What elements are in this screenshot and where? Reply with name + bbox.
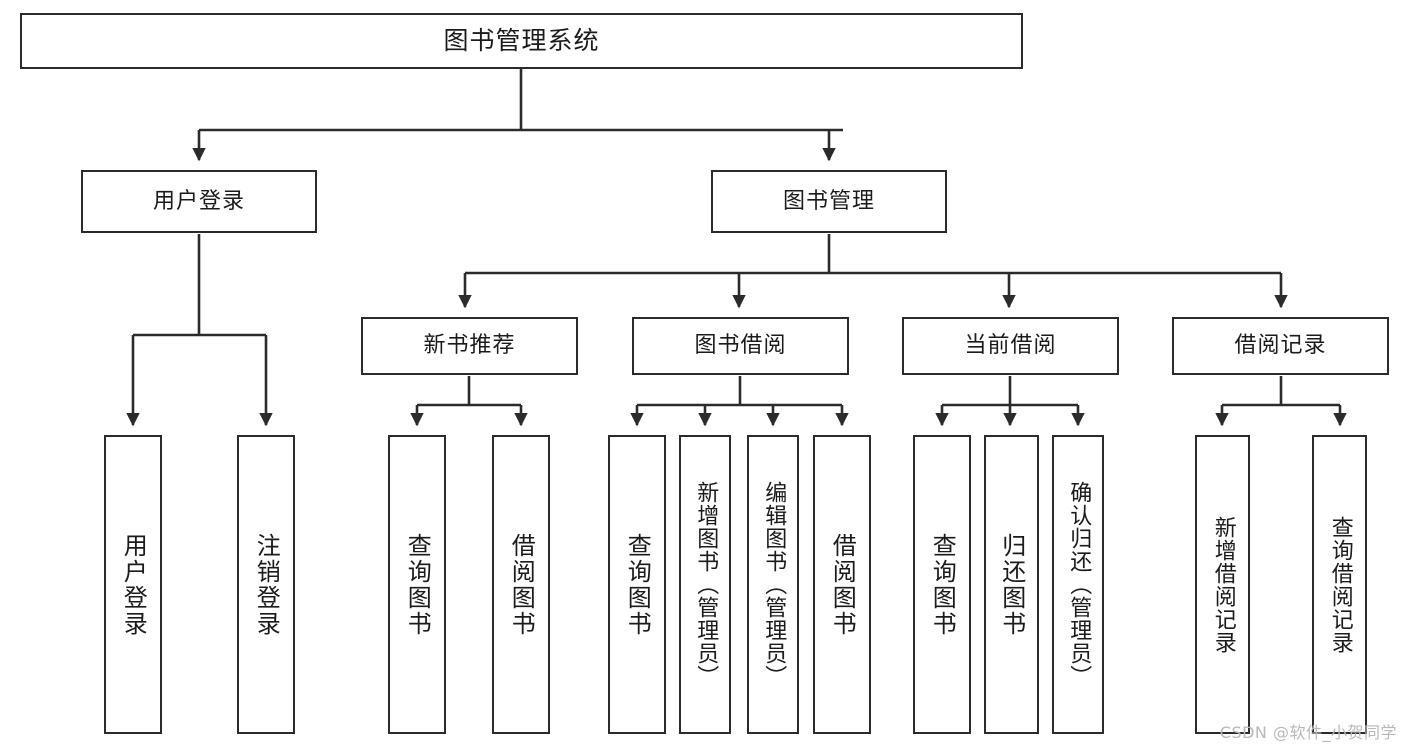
node-leaf-user-logout-label: 注销登录 — [252, 532, 281, 637]
node-leaf-return-book-label: 归还图书 — [997, 532, 1026, 637]
node-leaf-add-book-admin-label: 新增图书（管理员） — [693, 481, 719, 688]
node-book-borrow[interactable]: 图书借阅 — [632, 317, 849, 375]
node-leaf-query-book-borrow[interactable]: 查询图书 — [608, 435, 666, 734]
csdn-watermark: CSDN @软件_小贺同学 — [1219, 723, 1397, 742]
node-user-login[interactable]: 用户登录 — [81, 170, 317, 233]
node-book-management-label: 图书管理 — [782, 188, 875, 214]
node-root-system[interactable]: 图书管理系统 — [20, 13, 1023, 69]
node-leaf-user-logout[interactable]: 注销登录 — [237, 435, 295, 734]
node-leaf-borrow-book-rec[interactable]: 借阅图书 — [492, 435, 550, 734]
node-leaf-add-borrow-record-label: 新增借阅记录 — [1210, 515, 1236, 654]
node-leaf-edit-book-admin[interactable]: 编辑图书（管理员） — [747, 435, 799, 734]
node-borrow-record-label: 借阅记录 — [1234, 333, 1327, 359]
node-leaf-return-book[interactable]: 归还图书 — [984, 435, 1039, 734]
node-leaf-confirm-return-admin[interactable]: 确认归还（管理员） — [1052, 435, 1104, 734]
node-user-login-label: 用户登录 — [152, 188, 245, 214]
node-leaf-edit-book-admin-label: 编辑图书（管理员） — [761, 481, 787, 688]
node-book-borrow-label: 图书借阅 — [694, 333, 787, 359]
node-leaf-add-book-admin[interactable]: 新增图书（管理员） — [679, 435, 731, 734]
node-borrow-record[interactable]: 借阅记录 — [1172, 317, 1389, 375]
node-book-management[interactable]: 图书管理 — [711, 170, 947, 233]
node-leaf-query-book-rec-label: 查询图书 — [403, 532, 432, 637]
node-current-borrow-label: 当前借阅 — [964, 333, 1057, 359]
node-leaf-query-book-current[interactable]: 查询图书 — [913, 435, 971, 734]
node-leaf-borrow-book-rec-label: 借阅图书 — [507, 532, 536, 637]
node-leaf-user-login-label: 用户登录 — [119, 532, 148, 637]
node-leaf-add-borrow-record[interactable]: 新增借阅记录 — [1195, 435, 1250, 734]
node-leaf-confirm-return-admin-label: 确认归还（管理员） — [1066, 481, 1092, 688]
node-leaf-borrow-book[interactable]: 借阅图书 — [813, 435, 871, 734]
node-root-system-label: 图书管理系统 — [443, 25, 600, 55]
node-leaf-query-borrow-record-label: 查询借阅记录 — [1327, 515, 1353, 654]
node-leaf-query-borrow-record[interactable]: 查询借阅记录 — [1312, 435, 1367, 734]
node-leaf-query-book-current-label: 查询图书 — [928, 532, 957, 637]
node-leaf-query-book-rec[interactable]: 查询图书 — [388, 435, 446, 734]
node-new-book-recommend[interactable]: 新书推荐 — [361, 317, 578, 375]
node-leaf-query-book-borrow-label: 查询图书 — [623, 532, 652, 637]
node-new-book-recommend-label: 新书推荐 — [423, 333, 516, 359]
node-leaf-borrow-book-label: 借阅图书 — [828, 532, 857, 637]
node-leaf-user-login[interactable]: 用户登录 — [104, 435, 162, 734]
node-current-borrow[interactable]: 当前借阅 — [902, 317, 1119, 375]
